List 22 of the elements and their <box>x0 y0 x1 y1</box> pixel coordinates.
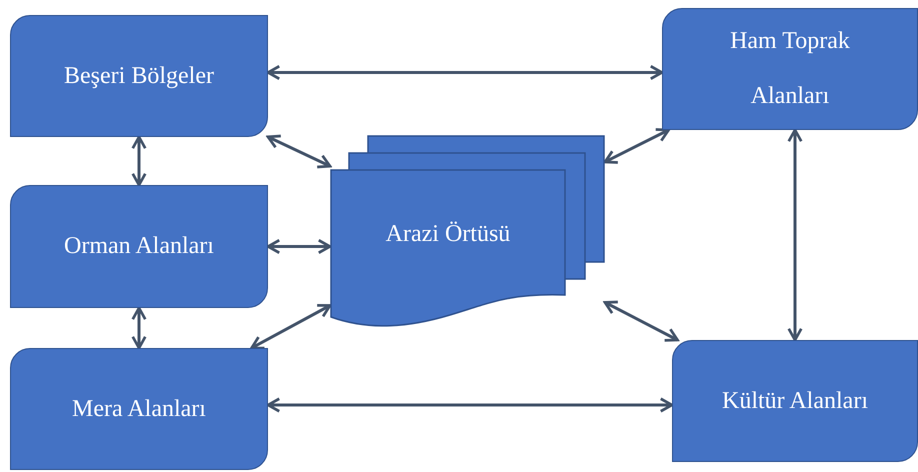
node-label: Beşeri Bölgeler <box>64 62 214 90</box>
node-label: Mera Alanları <box>72 396 206 422</box>
node-label: Arazi Örtüsü <box>384 221 512 248</box>
double-arrow <box>131 306 147 350</box>
double-arrow <box>266 64 664 80</box>
node-label: Orman Alanları <box>64 233 214 260</box>
double-arrow <box>266 397 674 413</box>
double-arrow <box>266 134 332 168</box>
node-label: Ham Toprak Alanları <box>729 26 851 111</box>
process-box <box>10 185 268 308</box>
process-box <box>672 340 918 462</box>
double-arrow <box>787 128 803 342</box>
double-arrow <box>266 238 332 254</box>
process-box <box>10 15 268 137</box>
double-arrow <box>250 304 332 350</box>
multi-document-shape <box>330 135 605 327</box>
double-arrow <box>604 300 679 342</box>
double-arrow <box>131 136 147 186</box>
double-arrow <box>604 128 670 164</box>
process-box <box>10 348 268 470</box>
node-label: Kültür Alanları <box>722 388 868 414</box>
process-box <box>662 8 918 130</box>
